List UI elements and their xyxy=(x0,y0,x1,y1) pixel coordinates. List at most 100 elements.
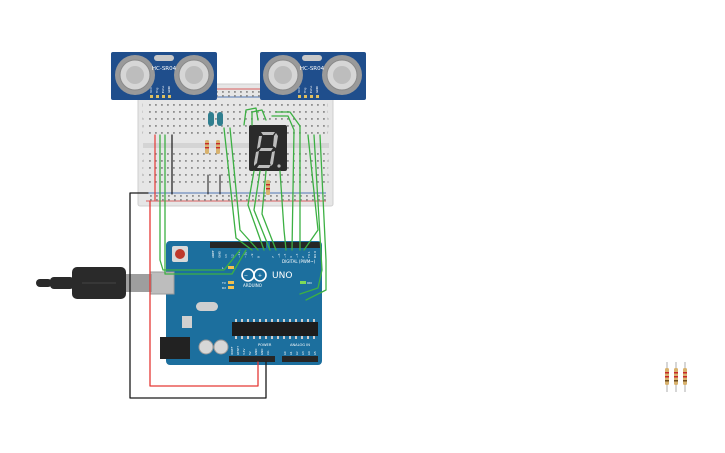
breadboard-hole[interactable] xyxy=(204,195,206,197)
breadboard-hole[interactable] xyxy=(246,91,248,93)
breadboard-hole[interactable] xyxy=(305,181,307,183)
breadboard-hole[interactable] xyxy=(191,160,193,162)
breadboard-hole[interactable] xyxy=(245,104,247,106)
breadboard-hole[interactable] xyxy=(293,125,295,127)
breadboard-hole[interactable] xyxy=(239,125,241,127)
breadboard-hole[interactable] xyxy=(252,91,254,93)
breadboard-hole[interactable] xyxy=(233,111,235,113)
breadboard-hole[interactable] xyxy=(161,111,163,113)
breadboard-hole[interactable] xyxy=(317,132,319,134)
breadboard-hole[interactable] xyxy=(234,95,236,97)
breadboard-hole[interactable] xyxy=(228,91,230,93)
breadboard-hole[interactable] xyxy=(264,195,266,197)
breadboard-hole[interactable] xyxy=(275,181,277,183)
breadboard-hole[interactable] xyxy=(191,104,193,106)
display-resistor[interactable] xyxy=(266,180,270,195)
breadboard-hole[interactable] xyxy=(155,104,157,106)
sensor-pin[interactable] xyxy=(156,95,159,98)
breadboard-hole[interactable] xyxy=(300,195,302,197)
breadboard-hole[interactable] xyxy=(287,104,289,106)
breadboard-hole[interactable] xyxy=(263,118,265,120)
breadboard-hole[interactable] xyxy=(239,104,241,106)
breadboard-hole[interactable] xyxy=(245,167,247,169)
breadboard-hole[interactable] xyxy=(282,199,284,201)
breadboard-hole[interactable] xyxy=(293,181,295,183)
breadboard-hole[interactable] xyxy=(155,111,157,113)
breadboard-hole[interactable] xyxy=(161,174,163,176)
breadboard-hole[interactable] xyxy=(245,153,247,155)
breadboard-hole[interactable] xyxy=(197,118,199,120)
breadboard-hole[interactable] xyxy=(323,104,325,106)
breadboard-hole[interactable] xyxy=(185,104,187,106)
breadboard-hole[interactable] xyxy=(192,199,194,201)
seven-segment-display[interactable] xyxy=(249,125,287,171)
breadboard-hole[interactable] xyxy=(215,132,217,134)
breadboard-hole[interactable] xyxy=(269,174,271,176)
breadboard-hole[interactable] xyxy=(263,174,265,176)
breadboard-hole[interactable] xyxy=(263,104,265,106)
breadboard-hole[interactable] xyxy=(305,160,307,162)
sensor-pin[interactable] xyxy=(304,95,307,98)
breadboard-hole[interactable] xyxy=(222,195,224,197)
led-pair[interactable] xyxy=(208,112,223,126)
breadboard-hole[interactable] xyxy=(215,104,217,106)
sensor-pin[interactable] xyxy=(310,95,313,98)
breadboard-hole[interactable] xyxy=(239,160,241,162)
breadboard-hole[interactable] xyxy=(227,118,229,120)
breadboard-hole[interactable] xyxy=(311,160,313,162)
breadboard-hole[interactable] xyxy=(270,195,272,197)
breadboard-hole[interactable] xyxy=(209,160,211,162)
breadboard-hole[interactable] xyxy=(197,181,199,183)
breadboard-hole[interactable] xyxy=(222,199,224,201)
wire-seg-d[interactable] xyxy=(253,170,271,251)
breadboard-hole[interactable] xyxy=(210,199,212,201)
breadboard-hole[interactable] xyxy=(323,132,325,134)
header-analog[interactable] xyxy=(282,356,318,362)
breadboard-hole[interactable] xyxy=(155,167,157,169)
breadboard-hole[interactable] xyxy=(221,174,223,176)
breadboard-hole[interactable] xyxy=(245,132,247,134)
breadboard-hole[interactable] xyxy=(185,118,187,120)
breadboard-hole[interactable] xyxy=(323,174,325,176)
breadboard-hole[interactable] xyxy=(149,181,151,183)
breadboard-hole[interactable] xyxy=(317,104,319,106)
header-power[interactable] xyxy=(229,356,275,362)
breadboard-hole[interactable] xyxy=(155,181,157,183)
breadboard-hole[interactable] xyxy=(167,104,169,106)
breadboard-hole[interactable] xyxy=(209,153,211,155)
breadboard-hole[interactable] xyxy=(209,132,211,134)
breadboard-hole[interactable] xyxy=(318,199,320,201)
breadboard-hole[interactable] xyxy=(323,181,325,183)
breadboard-hole[interactable] xyxy=(179,104,181,106)
breadboard-hole[interactable] xyxy=(275,174,277,176)
breadboard-hole[interactable] xyxy=(228,95,230,97)
breadboard-hole[interactable] xyxy=(179,118,181,120)
breadboard-hole[interactable] xyxy=(173,104,175,106)
breadboard-hole[interactable] xyxy=(222,95,224,97)
breadboard-hole[interactable] xyxy=(173,125,175,127)
breadboard-hole[interactable] xyxy=(173,118,175,120)
breadboard-hole[interactable] xyxy=(191,125,193,127)
breadboard-hole[interactable] xyxy=(276,195,278,197)
breadboard-hole[interactable] xyxy=(167,125,169,127)
breadboard-hole[interactable] xyxy=(162,199,164,201)
breadboard-hole[interactable] xyxy=(167,153,169,155)
breadboard-hole[interactable] xyxy=(209,111,211,113)
breadboard-hole[interactable] xyxy=(234,195,236,197)
breadboard-hole[interactable] xyxy=(179,181,181,183)
breadboard-hole[interactable] xyxy=(179,174,181,176)
breadboard-hole[interactable] xyxy=(179,153,181,155)
breadboard-hole[interactable] xyxy=(252,95,254,97)
breadboard-hole[interactable] xyxy=(233,104,235,106)
breadboard-hole[interactable] xyxy=(179,125,181,127)
breadboard-hole[interactable] xyxy=(222,91,224,93)
breadboard-hole[interactable] xyxy=(251,104,253,106)
breadboard-hole[interactable] xyxy=(294,199,296,201)
sensor-pin[interactable] xyxy=(316,95,319,98)
breadboard-hole[interactable] xyxy=(221,181,223,183)
breadboard-hole[interactable] xyxy=(156,199,158,201)
rail-holes-bottom[interactable] xyxy=(150,195,326,201)
breadboard-hole[interactable] xyxy=(185,160,187,162)
